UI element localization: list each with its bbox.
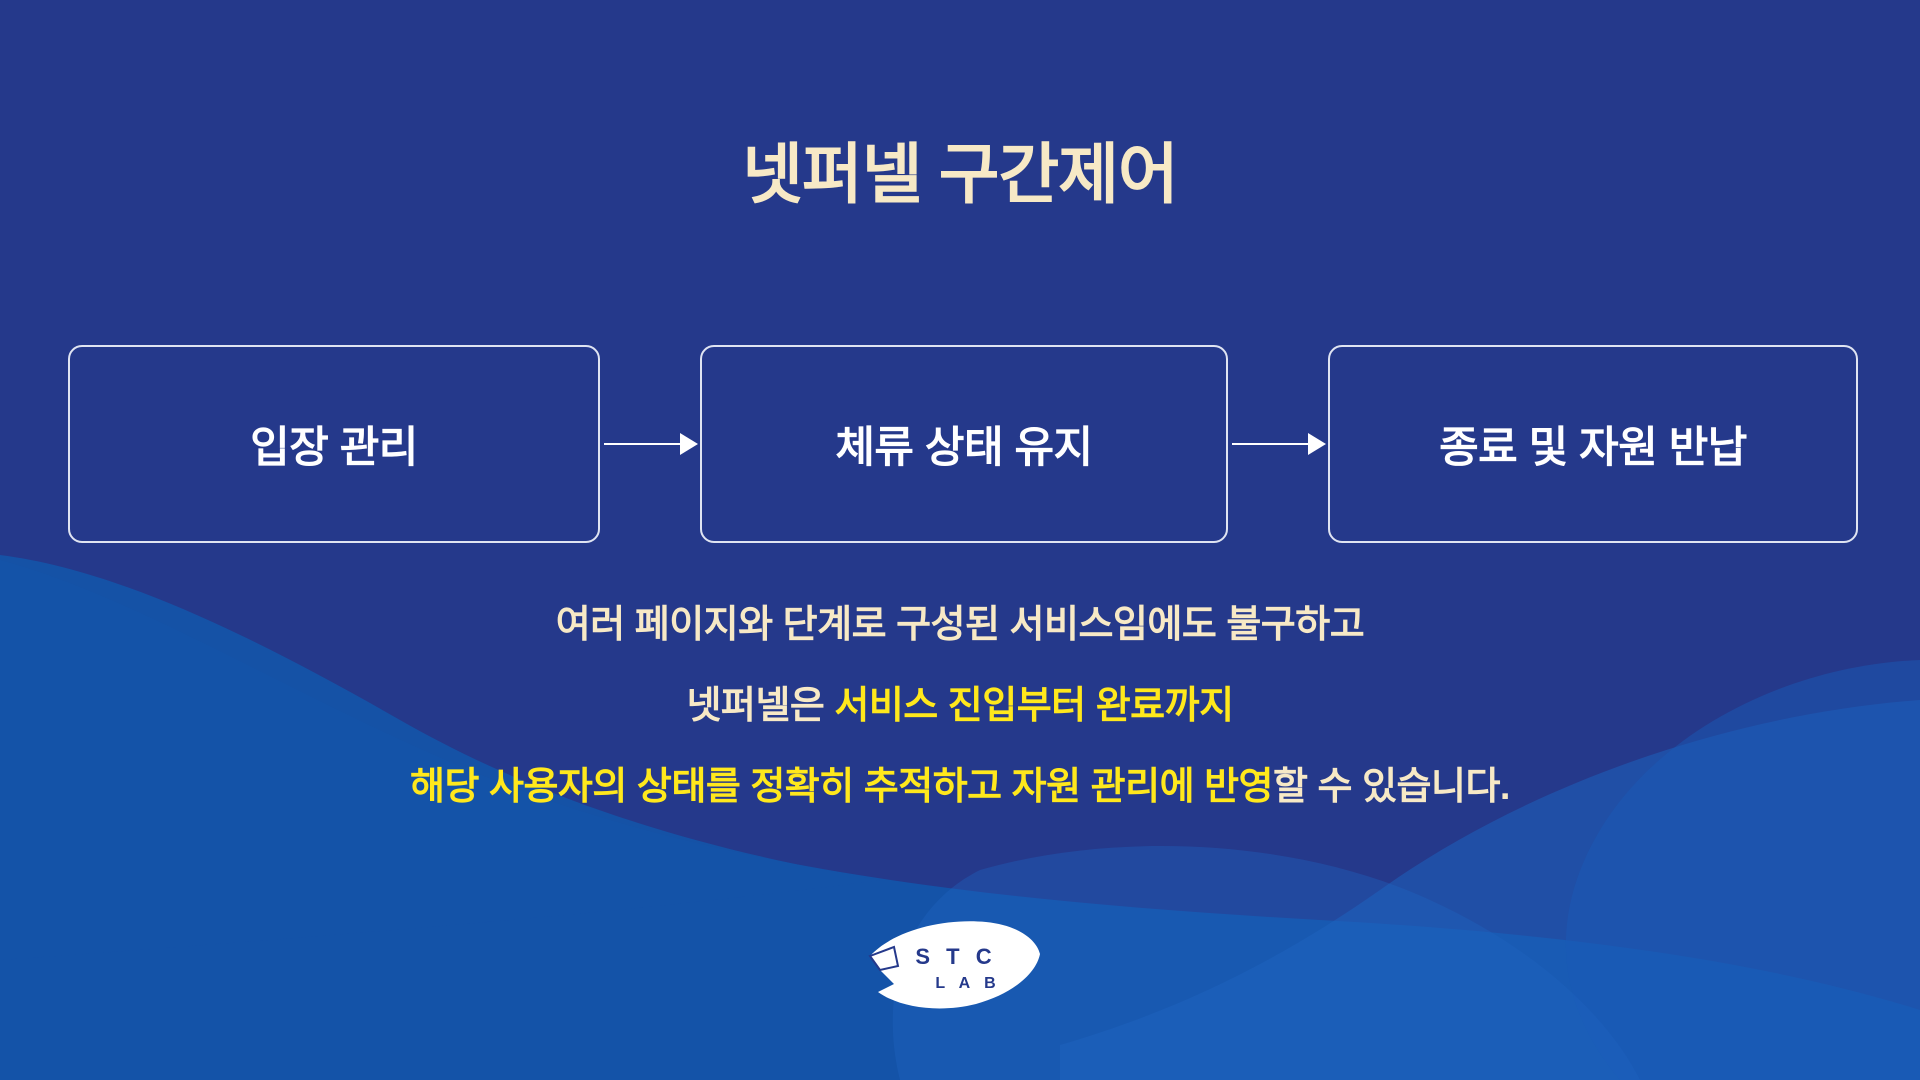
flow-step-session-maintenance[interactable]: 체류 상태 유지 <box>700 345 1228 543</box>
arrow-head-icon <box>680 433 698 455</box>
arrow-head-icon <box>1308 433 1326 455</box>
body-line-2-prefix: 넷퍼넬은 <box>686 685 835 727</box>
process-flow: 입장 관리 체류 상태 유지 종료 및 자원 반납 <box>68 345 1858 543</box>
arrow-shaft <box>604 443 684 445</box>
logo-primary-text: S T C <box>915 944 996 969</box>
arrow-step1-to-step2 <box>600 429 700 459</box>
body-line-3: 해당 사용자의 상태를 정확히 추적하고 자원 관리에 반영할 수 있습니다. <box>0 768 1920 806</box>
flow-step-label: 입장 관리 <box>250 424 418 472</box>
body-line-2-highlight: 서비스 진입부터 완료까지 <box>834 685 1234 727</box>
flow-step-label: 체류 상태 유지 <box>835 424 1093 472</box>
body-line-1: 여러 페이지와 단계로 구성된 서비스임에도 불구하고 <box>0 606 1920 644</box>
arrow-step2-to-step3 <box>1228 429 1328 459</box>
stc-lab-logo: S T C L A B <box>868 921 1040 1009</box>
flow-step-termination-release[interactable]: 종료 및 자원 반납 <box>1328 345 1858 543</box>
body-line-1-text: 여러 페이지와 단계로 구성된 서비스임에도 불구하고 <box>555 604 1365 646</box>
body-line-3-highlight: 해당 사용자의 상태를 정확히 추적하고 자원 관리에 반영 <box>410 766 1274 808</box>
logo-leaf-notch <box>868 945 900 972</box>
body-line-3-suffix: 할 수 있습니다. <box>1273 766 1510 808</box>
body-copy: 여러 페이지와 단계로 구성된 서비스임에도 불구하고 넷퍼넬은 서비스 진입부… <box>0 606 1920 806</box>
flow-step-entry-management[interactable]: 입장 관리 <box>68 345 600 543</box>
logo-secondary-text: L A B <box>935 975 1000 992</box>
flow-step-label: 종료 및 자원 반납 <box>1439 424 1747 472</box>
arrow-shaft <box>1232 443 1312 445</box>
body-line-2: 넷퍼넬은 서비스 진입부터 완료까지 <box>0 687 1920 725</box>
logo-leaf-shape <box>870 921 1040 1009</box>
slide-title: 넷퍼넬 구간제어 <box>742 137 1178 211</box>
